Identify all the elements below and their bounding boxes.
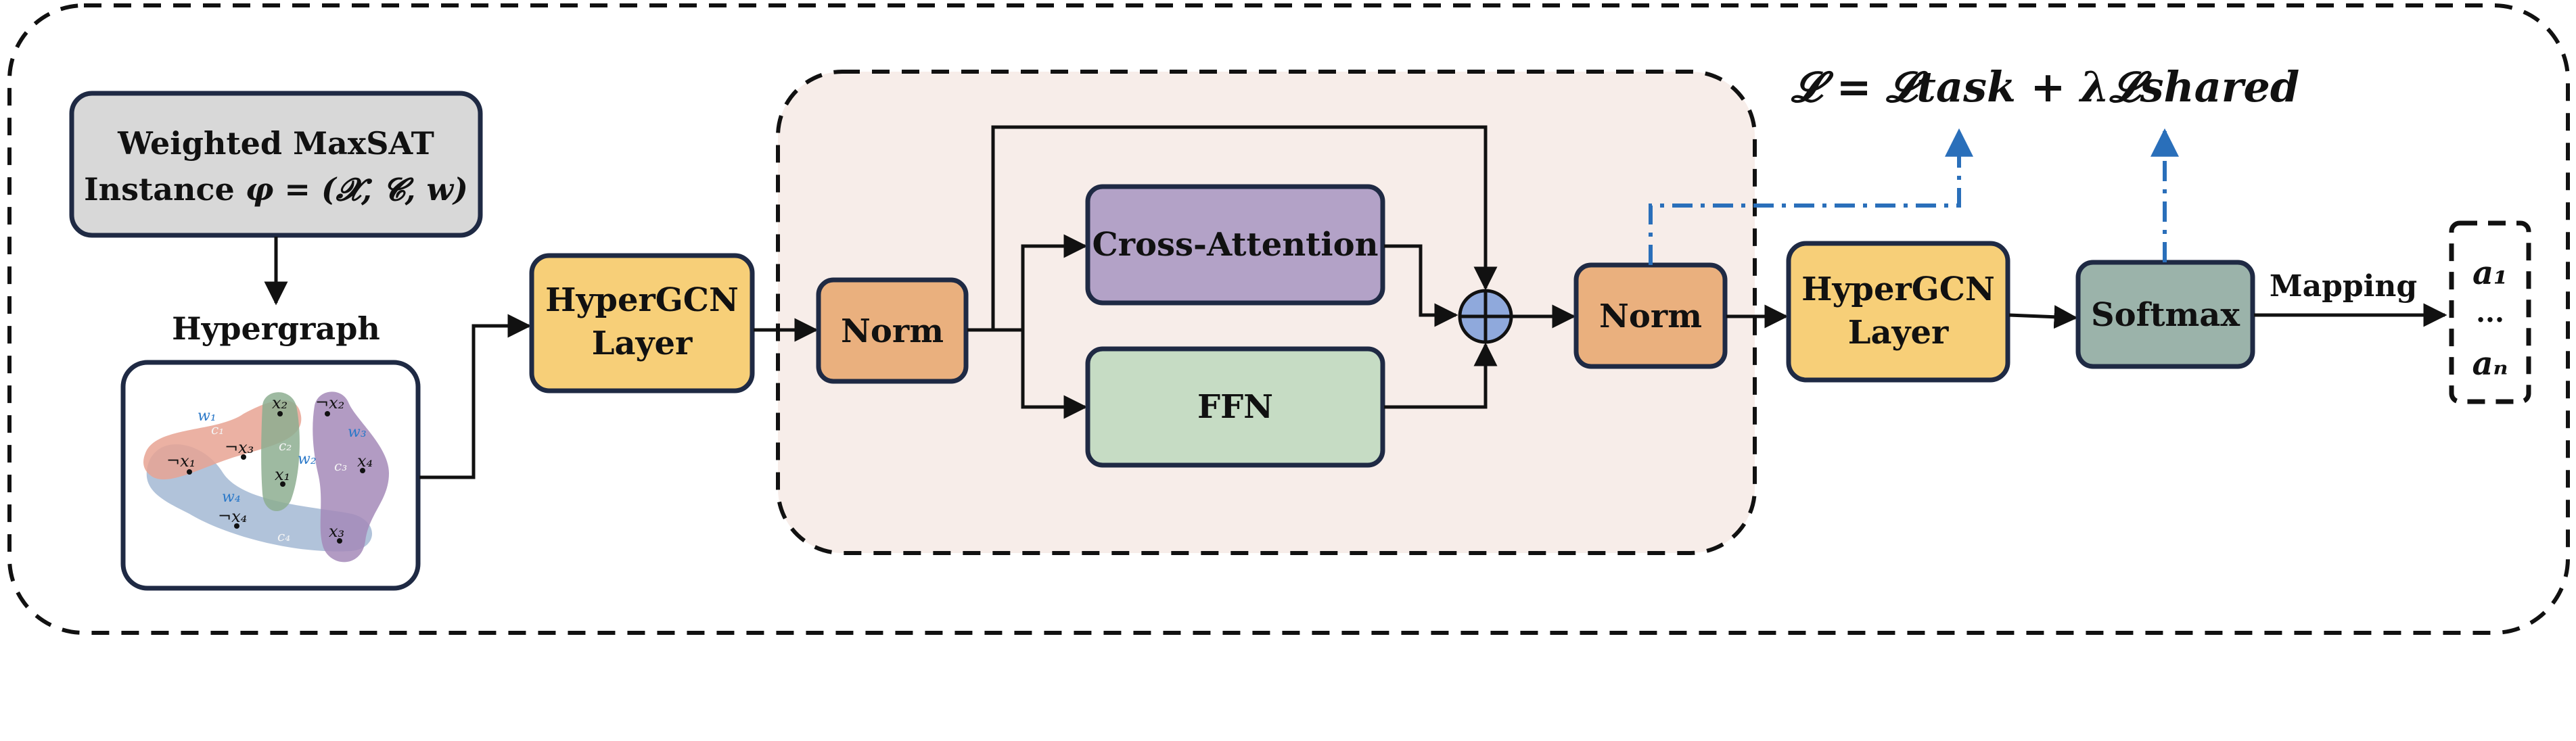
clause-label-4: c₄ <box>277 528 290 544</box>
arrow-to-cross-attention <box>1021 234 1088 330</box>
arrow-cross-attention-to-add <box>1384 244 1458 327</box>
hypergcn-layer-1: HyperGCN Layer <box>529 253 755 393</box>
weight-label-1: w₁ <box>198 408 216 425</box>
arrow-hypergraph-to-hypergcn1 <box>419 314 532 479</box>
arrow-hypergcn2-to-softmax <box>2008 305 2078 329</box>
node-label-8: x₃ <box>329 522 344 541</box>
instance-line2-text: Instance <box>84 171 246 208</box>
weight-label-3: w₃ <box>348 424 367 441</box>
maxsat-instance-box: Weighted MaxSAT Instance φ = (𝓧, 𝓒, w) <box>69 91 483 238</box>
norm1-label: Norm <box>841 312 944 350</box>
softmax-block: Softmax <box>2075 260 2255 369</box>
weight-label-2: w₂ <box>298 451 317 468</box>
outer-frame <box>7 3 2570 635</box>
instance-line1: Weighted MaxSAT <box>117 125 434 162</box>
node-label-3: x₂ <box>272 393 288 412</box>
residual-path <box>991 125 1498 330</box>
hypergcn1-line1: HyperGCN <box>545 281 739 319</box>
cross-attention-label: Cross-Attention <box>1092 226 1379 264</box>
clause-label-2: c₂ <box>279 437 292 454</box>
hypergcn-layer-2: HyperGCN Layer <box>1786 241 2010 383</box>
node-label-2: ¬x₃ <box>225 438 254 457</box>
arrow-to-ffn <box>1021 330 1088 419</box>
hypergcn2-line2: Layer <box>1848 314 1949 352</box>
norm-block-1: Norm <box>816 277 969 384</box>
hyperedge-c4 <box>146 444 372 552</box>
norm2-label: Norm <box>1599 297 1702 335</box>
instance-line2-math: φ = (𝓧, 𝓒, w) <box>246 171 468 208</box>
hyperedge-c3 <box>313 391 389 563</box>
loss-path-task <box>1649 128 1973 265</box>
node-label-5: x₁ <box>275 465 290 484</box>
hypergcn2-line1: HyperGCN <box>1801 270 1995 308</box>
clause-label-1: c₁ <box>211 421 224 437</box>
output-ellipsis: ... <box>2476 297 2504 329</box>
transformer-block <box>776 70 1757 555</box>
node-label-4: ¬x₂ <box>315 393 344 412</box>
output-a1: a₁ <box>2472 254 2508 292</box>
clause-label-3: c₃ <box>334 458 347 474</box>
node-label-1: ¬x₁ <box>166 452 196 471</box>
norm-block-2: Norm <box>1573 262 1728 369</box>
ffn-label: FFN <box>1197 388 1273 426</box>
loss-formula: 𝓛 = 𝓛task + λ𝓛shared <box>1791 62 2299 112</box>
hypergcn1-line2: Layer <box>592 325 693 362</box>
add-icon <box>1458 289 1513 344</box>
softmax-label: Softmax <box>2091 296 2240 334</box>
node-label-6: x₄ <box>357 452 373 471</box>
ffn-block: FFN <box>1085 346 1385 468</box>
output-an: aₙ <box>2472 345 2508 383</box>
hyperedge-c2 <box>261 392 300 512</box>
weight-label-4: w₄ <box>222 489 241 506</box>
hyperedge-c1 <box>143 400 302 480</box>
arrow-ffn-to-add <box>1384 342 1498 409</box>
hypergraph-title: Hypergraph <box>172 310 380 347</box>
cross-attention-block: Cross-Attention <box>1085 184 1385 306</box>
output-assignments: a₁ ... aₙ <box>2449 220 2531 404</box>
mapping-label: Mapping <box>2270 269 2417 304</box>
instance-line2: Instance φ = (𝓧, 𝓒, w) <box>84 171 468 208</box>
node-label-7: ¬x₄ <box>218 507 247 526</box>
hypergraph-box: ¬x₁ ¬x₃ x₂ ¬x₂ x₁ x₄ ¬x₄ x₃ w₁ w₂ w₃ w₄ … <box>120 360 421 591</box>
